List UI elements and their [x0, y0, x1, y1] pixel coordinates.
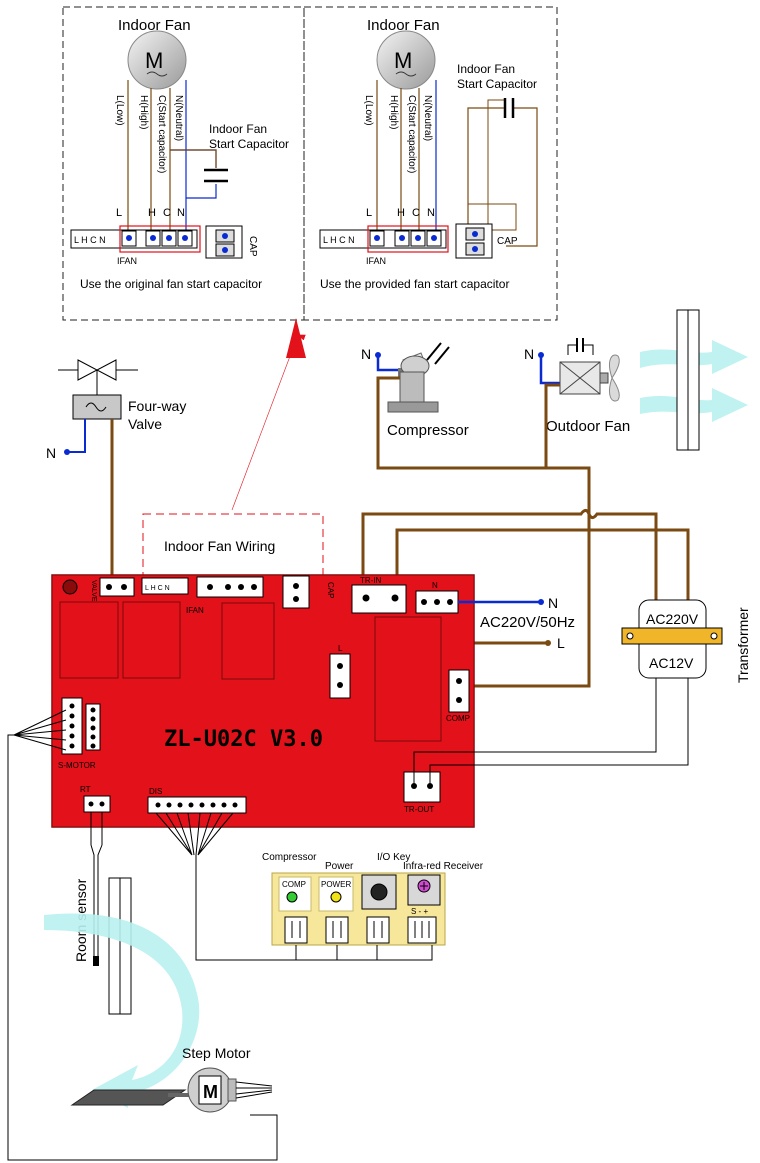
wire-low-label: L(Low): [363, 95, 374, 126]
power-n-label: N: [548, 595, 558, 611]
ir-pins-label: S - +: [411, 907, 428, 916]
inset-right-caption: Use the provided fan start capacitor: [320, 277, 509, 291]
io-key-button[interactable]: [370, 883, 388, 901]
ifan-label: IFAN: [366, 256, 386, 266]
motor-letter: M: [145, 48, 163, 73]
inset-left-cap-label-2: Start Capacitor: [209, 137, 289, 151]
four-way-valve-n: N: [46, 445, 56, 461]
airflow-indoor: [44, 913, 200, 1108]
panel-io-key-label: I/O Key: [377, 852, 410, 863]
rt-port-label: RT: [80, 785, 91, 794]
indoor-fan-motor-icon: [127, 30, 187, 90]
wire-high-label: H(High): [388, 95, 399, 129]
term-h: H: [397, 207, 405, 219]
inset-left-caption: Use the original fan start capacitor: [80, 277, 262, 291]
fan-blade-icon: [609, 354, 620, 380]
lhcn-label: L H C N: [145, 585, 170, 592]
inset-right-title: Indoor Fan: [367, 17, 440, 34]
terminal-strip-label: L H C N: [323, 235, 355, 245]
tr-out-port-label: TR-OUT: [404, 805, 434, 814]
inset-right-box: [303, 6, 558, 321]
l-port-label: L: [338, 644, 343, 653]
valve-coil-icon: [72, 394, 122, 420]
inset-right-cap-label-1: Indoor Fan: [457, 62, 515, 76]
transformer-label: Transformer: [735, 607, 751, 683]
indoor-fan-motor-icon: [376, 30, 436, 90]
cap-label: CAP: [247, 236, 258, 257]
term-c: C: [163, 207, 171, 219]
transformer: AC220V AC12V Transformer: [413, 599, 751, 786]
comp-led-icon: [286, 891, 298, 903]
step-motor: Step Motor M: [70, 1045, 273, 1113]
panel-ir-receiver-label: Infra-red Receiver: [403, 861, 484, 872]
outdoor-fan-label: Outdoor Fan: [546, 418, 630, 435]
display-panel: Compressor Power I/O Key Infra-red Recei…: [155, 812, 484, 961]
board-model: ZL-U02C V3.0: [164, 727, 323, 752]
thermistor-icon: [93, 956, 99, 966]
louver-icon: [70, 1089, 187, 1106]
term-n: N: [177, 207, 185, 219]
cap-label: CAP: [497, 236, 518, 247]
transformer-secondary: AC12V: [649, 655, 694, 671]
comp-led-label: COMP: [282, 880, 306, 889]
inset-left-cap-label-1: Indoor Fan: [209, 122, 267, 136]
power-ac-label: AC220V/50Hz: [480, 614, 575, 631]
power-l-label: L: [557, 635, 565, 651]
step-motor-letter: M: [203, 1082, 218, 1102]
compressor: N Compressor: [361, 342, 546, 470]
inset-right-cap-label-2: Start Capacitor: [457, 77, 537, 91]
inset-left-title: Indoor Fan: [118, 17, 191, 34]
inset-right: Indoor Fan M L(Low) H(High) C(Start capa…: [319, 17, 538, 291]
wire-cap-label: C(Start capacitor): [406, 95, 417, 173]
four-way-valve: Four-way Valve N: [46, 359, 186, 578]
callout-arrow: [231, 334, 306, 511]
panel-compressor-label: Compressor: [262, 852, 317, 863]
step-motor-cable: [7, 709, 278, 1161]
four-way-valve-label-2: Valve: [128, 416, 162, 432]
step-motor-label: Step Motor: [182, 1045, 251, 1061]
outdoor-fan: N Outdoor Fan: [524, 338, 630, 468]
condenser-fins-icon: [676, 309, 700, 451]
four-way-valve-label-1: Four-way: [128, 398, 186, 414]
cap-port-label: CAP: [326, 582, 335, 598]
term-l: L: [116, 207, 122, 219]
outdoor-fan-n: N: [524, 346, 534, 362]
panel-power-label: Power: [325, 861, 354, 872]
power-led-label: POWER: [321, 880, 351, 889]
term-c: C: [412, 207, 420, 219]
wire-low-label: L(Low): [114, 95, 125, 126]
s-motor-port-label: S-MOTOR: [58, 761, 96, 770]
indoor-fan-wiring-label: Indoor Fan Wiring: [164, 538, 275, 554]
dis-port-label: DIS: [149, 787, 162, 796]
terminal-strip-label: L H C N: [74, 235, 106, 245]
motor-letter: M: [394, 48, 412, 73]
control-board: VALVE L H C N IFAN CAP TR-IN N L COMP ZL…: [51, 574, 475, 828]
transformer-primary: AC220V: [646, 611, 699, 627]
wire-neutral-label: N(Neutral): [422, 95, 433, 141]
wire-neutral-label: N(Neutral): [173, 95, 184, 141]
term-l: L: [366, 207, 372, 219]
wire-cap-label: C(Start capacitor): [156, 95, 167, 173]
comp-port-label: COMP: [446, 714, 470, 723]
inset-left: Indoor Fan M L(Low) H(High) C(Start capa…: [70, 17, 289, 291]
valve-port-label: VALVE: [90, 580, 97, 602]
power-led-icon: [330, 891, 342, 903]
term-h: H: [148, 207, 156, 219]
power-input: N AC220V/50Hz L: [458, 595, 575, 651]
wire-high-label: H(High): [138, 95, 149, 129]
ifan-label: IFAN: [117, 256, 137, 266]
n-port-label: N: [432, 581, 438, 590]
term-n: N: [427, 207, 435, 219]
room-sensor: Room sensor: [73, 812, 132, 1015]
compressor-label: Compressor: [387, 422, 469, 439]
ifan-port-label: IFAN: [186, 606, 204, 615]
tr-in-label: TR-IN: [360, 576, 382, 585]
inset-left-box: [62, 6, 305, 321]
compressor-n: N: [361, 346, 371, 362]
